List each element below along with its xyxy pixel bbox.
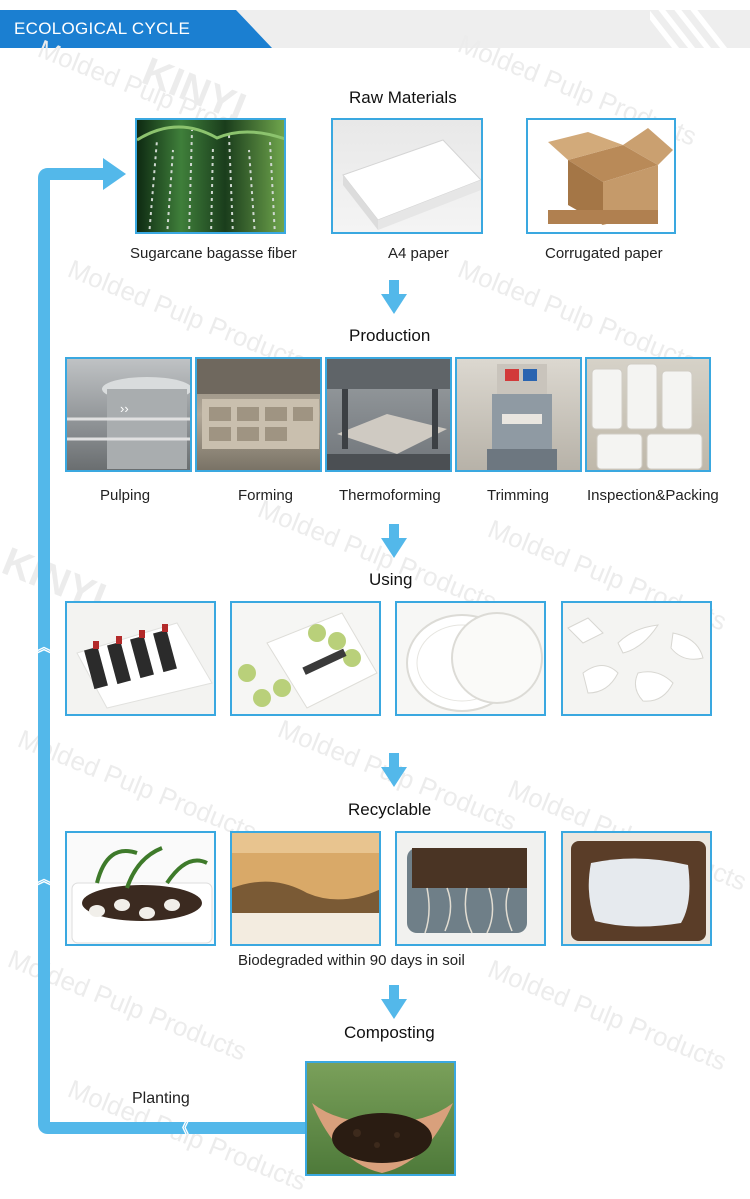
section-title-production: Production bbox=[349, 326, 431, 345]
photo-round-lid bbox=[395, 601, 546, 716]
photo-soil-tray bbox=[561, 831, 712, 946]
page-title: ECOLOGICAL CYCLE bbox=[14, 19, 191, 38]
photo-trimming bbox=[455, 357, 582, 472]
label-thermoforming: Thermoforming bbox=[339, 487, 441, 504]
photo-fruit-tray bbox=[230, 601, 381, 716]
section-title-using: Using bbox=[369, 570, 413, 589]
photo-seedling-tray bbox=[65, 831, 216, 946]
section-title-recyclable: Recyclable bbox=[348, 800, 432, 819]
photo-compost-hands bbox=[305, 1061, 456, 1176]
label-forming: Forming bbox=[238, 487, 294, 504]
label-a4-paper: A4 paper bbox=[388, 245, 449, 262]
photo-roots-tray bbox=[395, 831, 546, 946]
photo-wine-tray bbox=[65, 601, 216, 716]
label-biodegraded: Biodegraded within 90 days in soil bbox=[238, 952, 465, 969]
photo-a4-paper bbox=[331, 118, 483, 234]
down-arrow-icon bbox=[381, 280, 407, 314]
photo-corrugated-paper bbox=[526, 118, 676, 234]
label-sugarcane: Sugarcane bagasse fiber bbox=[130, 245, 297, 262]
photo-thermoforming bbox=[325, 357, 452, 472]
photo-degraded-tray bbox=[230, 831, 381, 946]
chevron-left-icon: 《 bbox=[175, 1120, 189, 1136]
header-banner: ECOLOGICAL CYCLE bbox=[0, 10, 750, 48]
section-title-raw-materials: Raw Materials bbox=[349, 88, 457, 107]
photo-forming bbox=[195, 357, 322, 472]
label-trimming: Trimming bbox=[487, 487, 549, 504]
photo-sugarcane bbox=[135, 118, 286, 234]
photo-pulping: ›› bbox=[65, 357, 192, 472]
label-pulping: Pulping bbox=[100, 487, 151, 504]
down-arrow-icon bbox=[381, 524, 407, 558]
down-arrow-icon bbox=[381, 753, 407, 787]
label-corrugated-paper: Corrugated paper bbox=[545, 245, 663, 262]
header-accent bbox=[0, 10, 272, 48]
section-title-composting: Composting bbox=[344, 1023, 435, 1042]
svg-text:››: ›› bbox=[120, 401, 129, 416]
down-arrow-icon bbox=[381, 985, 407, 1019]
photo-inspection-packing bbox=[585, 357, 711, 472]
photo-small-dishes bbox=[561, 601, 712, 716]
chevron-up-icon: ︽ bbox=[37, 871, 51, 887]
label-planting: Planting bbox=[132, 1090, 190, 1107]
chevron-up-icon: ︽ bbox=[37, 639, 51, 655]
label-inspection-packing: Inspection&Packing bbox=[587, 487, 719, 504]
